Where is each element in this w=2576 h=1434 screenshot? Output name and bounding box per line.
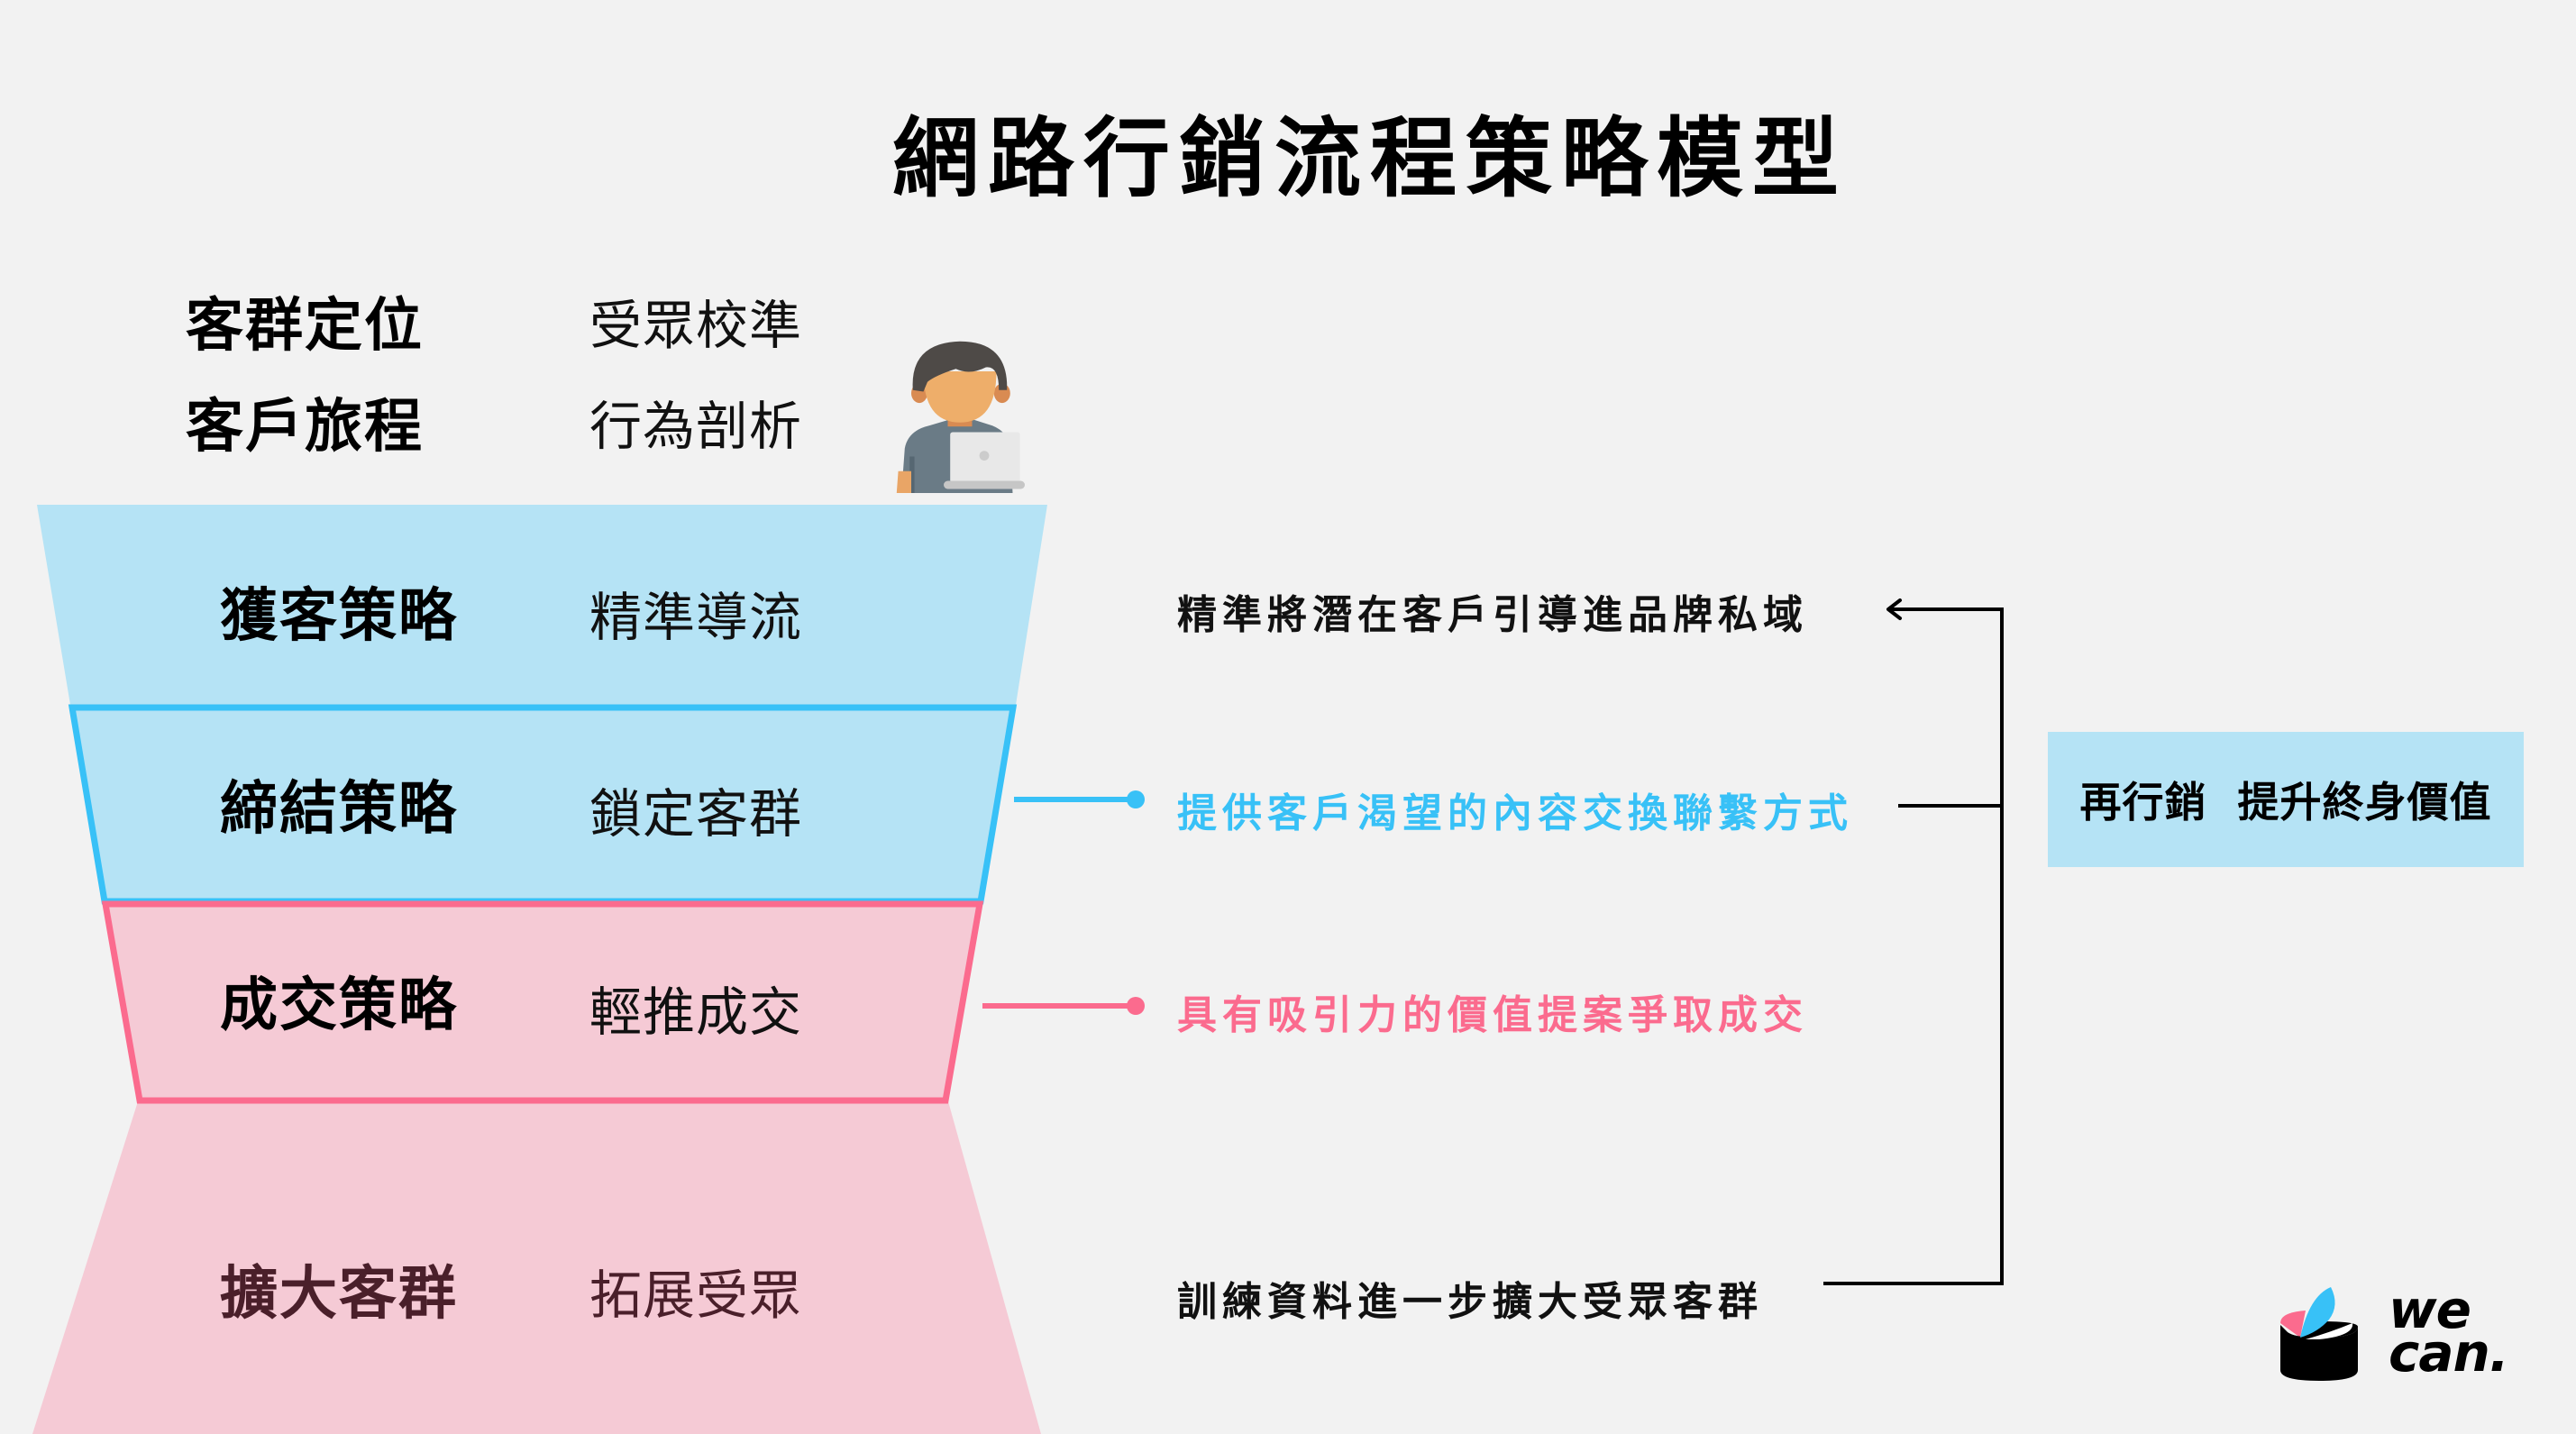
stage-4-label: 擴大客群 [220,1261,458,1328]
person-with-laptop-icon [896,341,1025,493]
logo-text-we: we [2389,1279,2471,1340]
arrow-left-icon [1886,598,1902,620]
funnel-stage-1-shape [37,505,1047,705]
top-row-2-label: 客戶旅程 [186,394,424,461]
stage-1-value: 精準導流 [589,587,803,648]
wecan-logo-icon [2280,1287,2358,1381]
stage-3-label: 成交策略 [220,973,458,1039]
remarketing-box: 再行銷 提升終身價值 [2048,732,2524,867]
stage-2-connector-dot [1127,790,1145,808]
feedback-bracket [1823,607,2004,1285]
note-acquisition: 精準將潛在客戶引導進品牌私域 [1177,592,1808,638]
stage-4-value: 拓展受眾 [589,1265,803,1326]
stage-3-connector-dot [1127,997,1145,1015]
logo-text-can: can. [2389,1322,2509,1384]
stage-2-value: 鎖定客群 [589,783,803,845]
top-row-1-label: 客群定位 [186,293,424,360]
funnel-stage-3-shape [101,900,984,1104]
remarketing-text: 再行銷 提升終身價值 [2079,778,2492,827]
funnel-stage-4-shape [32,1101,1041,1434]
top-row-2-value: 行為剖析 [589,396,803,457]
top-row-1-value: 受眾校準 [589,295,803,356]
page-title: 網路行銷流程策略模型 [892,108,1848,209]
note-expansion: 訓練資料進一步擴大受眾客群 [1177,1279,1763,1325]
stage-3-value: 輕推成交 [589,982,803,1043]
note-conversion: 具有吸引力的價值提案爭取成交 [1177,992,1808,1038]
stage-2-label: 締結策略 [220,776,458,843]
note-engagement: 提供客戶渴望的內容交換聯繫方式 [1177,790,1853,836]
stage-1-label: 獲客策略 [220,583,458,650]
funnel-stage-2-shape [68,704,1018,905]
